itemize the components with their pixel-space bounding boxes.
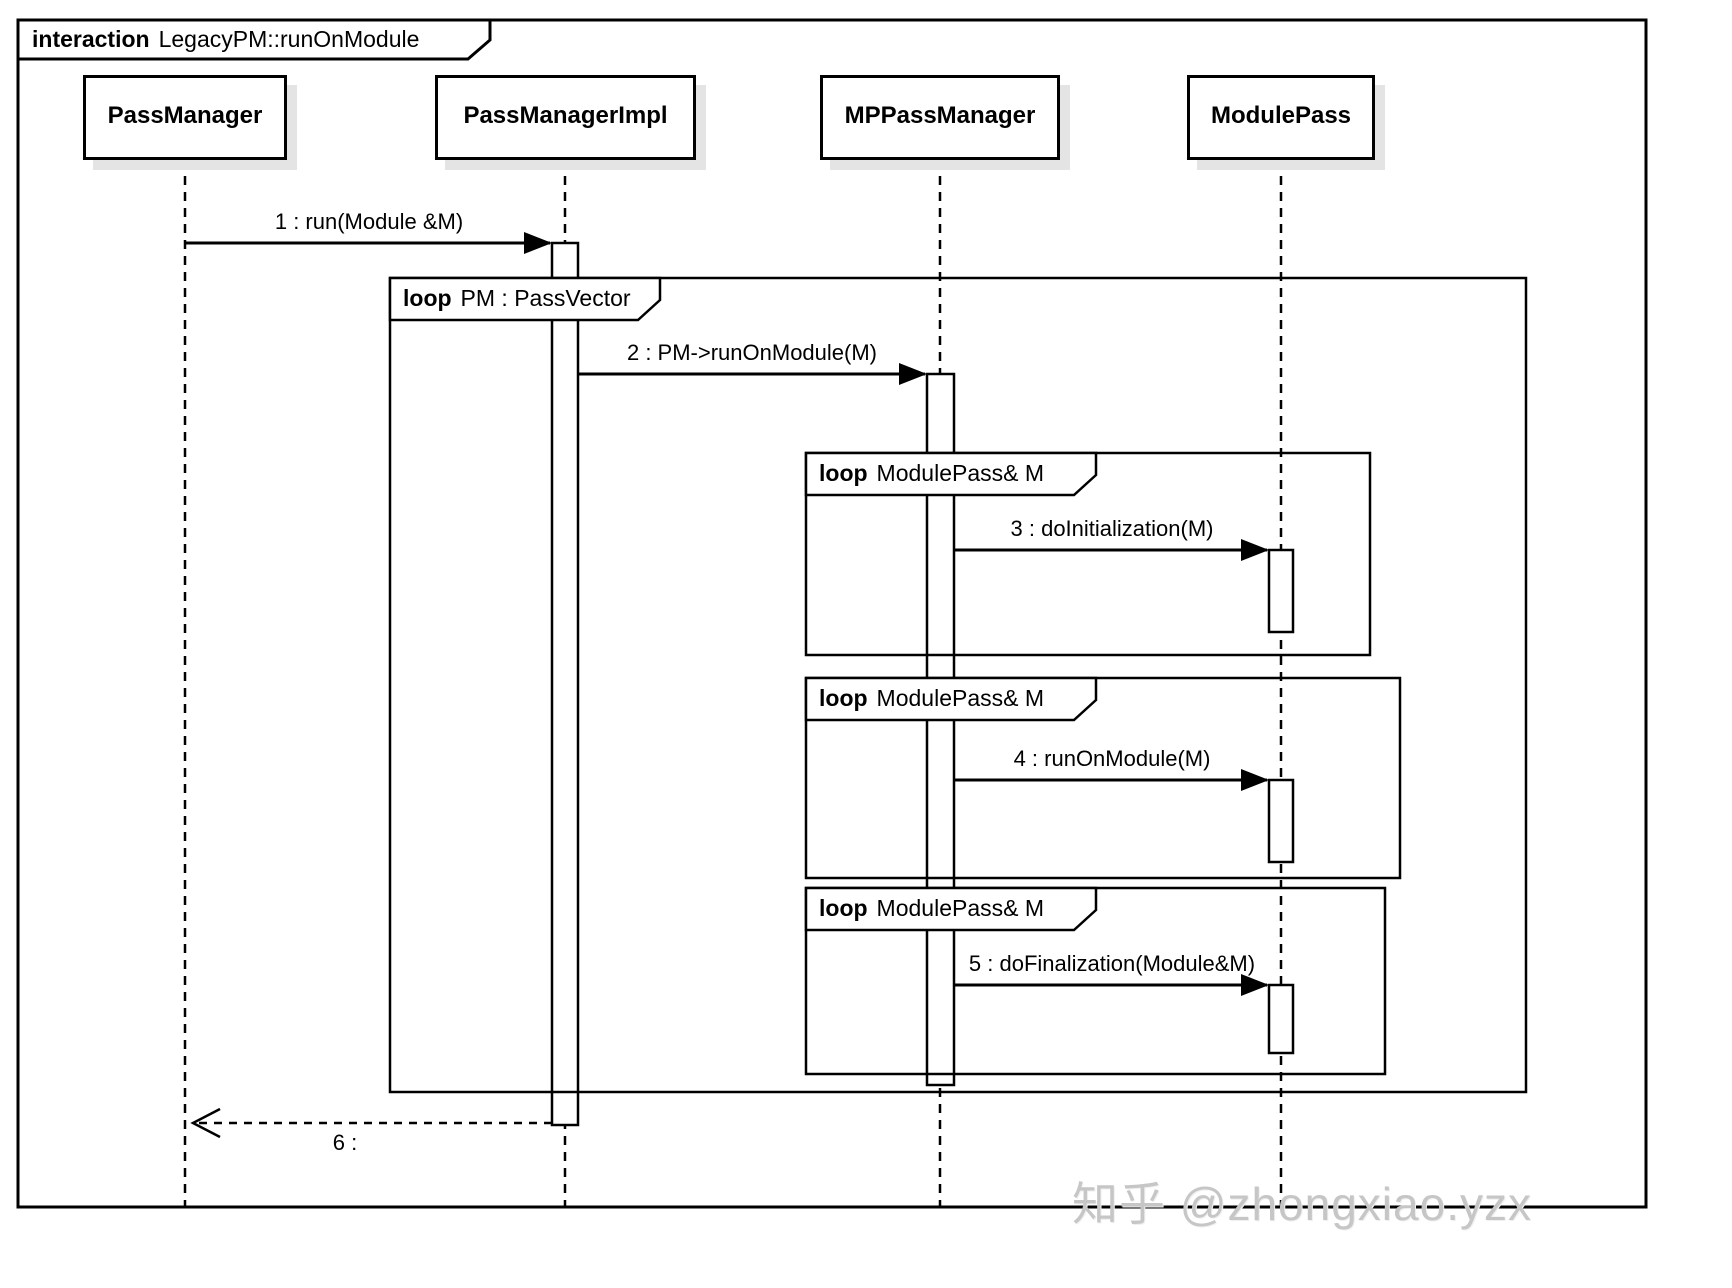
lifeline-label: ModulePass: [1210, 101, 1352, 129]
message-6-open-arrowhead: [190, 1107, 221, 1139]
message-4-arrowhead: [1241, 769, 1269, 791]
diagram-title: interaction LegacyPM::runOnModule: [32, 26, 420, 52]
lifeline-head-modulepass: ModulePass: [1187, 75, 1375, 160]
loop-keyword: loop: [819, 460, 868, 486]
loop-fragment-init-tab: [804, 451, 1098, 497]
loop-fragment-final-tab: [804, 886, 1098, 932]
loop-fragment-run: [804, 676, 1402, 880]
loop-fragment-outer-tab: [388, 276, 662, 322]
message-2-arrowhead: [899, 363, 927, 385]
message-4-label: 4 : runOnModule(M): [1013, 746, 1211, 771]
activation-passmanagerimpl: [550, 241, 580, 1127]
loop-guard: ModulePass& M: [876, 895, 1045, 921]
loop-outer-label: loop PM : PassVector: [403, 285, 631, 311]
lifeline-head-passmanager: PassManager: [83, 75, 287, 160]
loop-guard: ModulePass& M: [876, 460, 1045, 486]
message-3-label: 3 : doInitialization(M): [1010, 516, 1214, 541]
title-name: LegacyPM::runOnModule: [158, 26, 420, 52]
loop-keyword: loop: [819, 895, 868, 921]
lifeline-label: PassManager: [107, 101, 263, 129]
activation-modulepass-1: [1267, 548, 1295, 634]
watermark: 知乎 @zhongxiao.yzx: [1072, 1178, 1532, 1230]
lifeline-head-mppassmanager: MPPassManager: [820, 75, 1060, 160]
message-3-arrowhead: [1241, 539, 1269, 561]
loop-guard: PM : PassVector: [460, 285, 631, 311]
loop-run-label: loop ModulePass& M: [819, 685, 1045, 711]
lifeline-head-passmanagerimpl: PassManagerImpl: [435, 75, 696, 160]
loop-fragment-run-tab: [804, 676, 1098, 722]
activation-modulepass-3: [1267, 983, 1295, 1055]
title-keyword: interaction: [32, 26, 150, 52]
loop-fragment-outer: [388, 276, 1528, 1094]
loop-keyword: loop: [819, 685, 868, 711]
message-6-label: 6 :: [332, 1130, 358, 1155]
message-1-arrowhead: [524, 232, 552, 254]
message-5-label: 5 : doFinalization(Module&M): [968, 951, 1256, 976]
interaction-frame: [16, 18, 1648, 1209]
lifeline-label: PassManagerImpl: [463, 101, 668, 129]
message-5-arrowhead: [1241, 974, 1269, 996]
activation-modulepass-2: [1267, 778, 1295, 864]
message-2-label: 2 : PM->runOnModule(M): [626, 340, 878, 365]
loop-guard: ModulePass& M: [876, 685, 1045, 711]
message-1-label: 1 : run(Module &M): [274, 209, 464, 234]
loop-keyword: loop: [403, 285, 452, 311]
interaction-title-tab: [16, 18, 492, 61]
loop-final-label: loop ModulePass& M: [819, 895, 1045, 921]
lifeline-label: MPPassManager: [844, 101, 1036, 129]
loop-init-label: loop ModulePass& M: [819, 460, 1045, 486]
